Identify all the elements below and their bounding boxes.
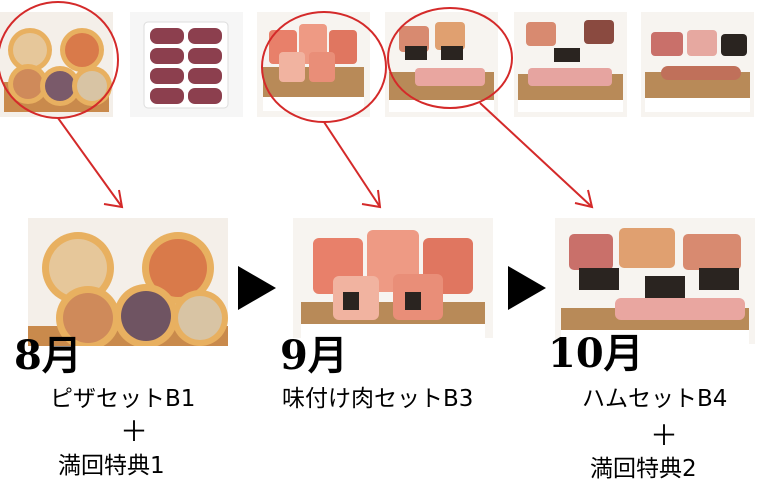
month-label-october: 10月 (548, 330, 644, 377)
highlight-circle-pizza (0, 1, 119, 119)
bonus-label-2: 満回特典2 (590, 456, 697, 482)
product-name-ham: ハムセットB4 (582, 386, 728, 412)
pizza-set-image (28, 218, 228, 346)
month-label-september: 9月 (280, 332, 348, 379)
pizza-icon (28, 218, 228, 346)
ham-basket-icon (385, 12, 498, 117)
ham-sausage-basket-icon (641, 12, 754, 117)
bonus-label-1: 満回特典1 (58, 453, 165, 479)
ham-set-image (555, 218, 755, 344)
month-label-august: 8月 (14, 332, 82, 379)
thumbnail-ham-sausage-set[interactable] (641, 12, 754, 117)
thumbnail-ham-set[interactable] (385, 12, 498, 117)
plus-sign-2: ＋ (650, 419, 679, 452)
product-name-seasoned-meat: 味付け肉セットB3 (282, 386, 474, 412)
ham-basket-icon (555, 218, 755, 344)
hamburg-patty-icon (130, 12, 243, 117)
pizza-icon (0, 12, 113, 117)
ham-bacon-basket-icon (514, 12, 627, 117)
thumbnail-pizza-set[interactable] (0, 12, 113, 117)
next-arrow-1 (238, 266, 276, 310)
plus-sign-1: ＋ (120, 415, 149, 448)
next-arrow-2 (508, 266, 546, 310)
seasoned-meat-basket-icon (257, 12, 370, 117)
product-name-pizza: ピザセットB1 (50, 386, 196, 412)
seasoned-meat-basket-icon (293, 218, 493, 338)
highlight-circle-seasoned-meat (261, 11, 387, 123)
highlight-circle-ham (387, 7, 513, 109)
seasoned-meat-set-image (293, 218, 493, 338)
thumbnail-seasoned-meat-set[interactable] (257, 12, 370, 117)
thumbnail-ham-bacon-set[interactable] (514, 12, 627, 117)
thumbnail-hamburg-set[interactable] (130, 12, 243, 117)
